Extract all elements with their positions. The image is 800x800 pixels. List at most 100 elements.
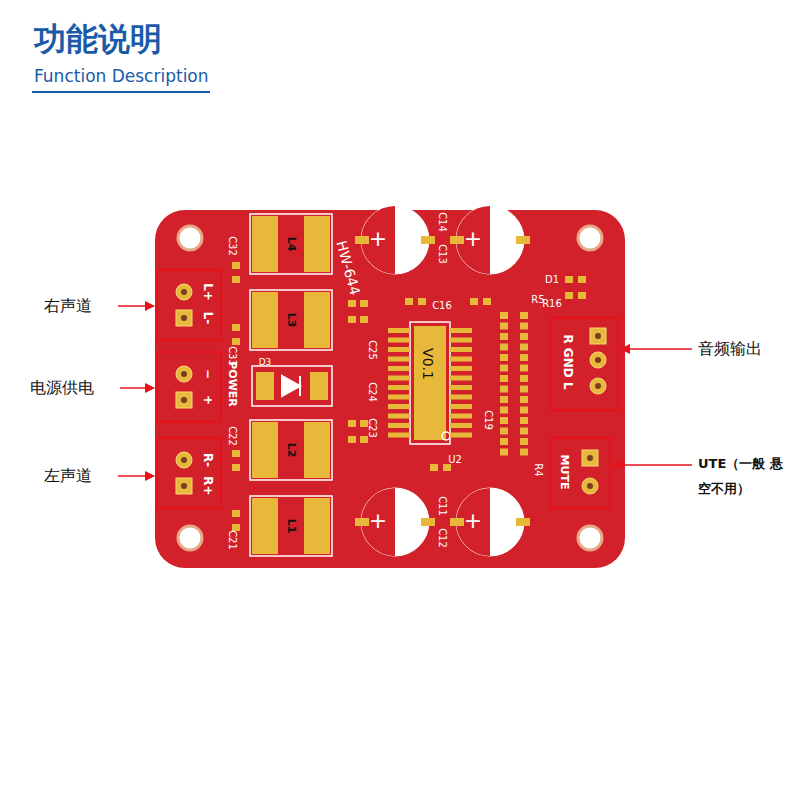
ic-pin — [388, 414, 410, 419]
smd-pad — [470, 298, 478, 305]
callout-label: 电源供电 — [30, 378, 94, 397]
leader-arrow — [118, 306, 692, 476]
part-label: U2 — [448, 454, 462, 466]
smd-pad — [348, 420, 356, 427]
ic-pin — [450, 385, 472, 390]
diode-symbol — [252, 366, 332, 406]
ic-pin — [388, 347, 410, 352]
part-label: L3 — [284, 313, 297, 328]
svg-text:+: + — [369, 226, 387, 251]
ic-pin — [388, 338, 410, 343]
smd-pad — [520, 375, 528, 382]
ic-pin — [450, 414, 472, 419]
terminal-pad — [176, 284, 606, 494]
smd-pad — [232, 262, 240, 269]
smd-pad — [348, 436, 356, 443]
smd-pad — [500, 417, 508, 424]
smd-pad — [520, 354, 528, 361]
smd-pad — [520, 396, 528, 403]
ic-pin — [450, 338, 472, 343]
smd-pad — [500, 428, 508, 435]
ic-pin — [450, 376, 472, 381]
ic-pin — [450, 328, 472, 333]
part-label: C33 — [226, 346, 238, 366]
ic-pin — [450, 433, 472, 438]
pin-label: R+ — [201, 476, 215, 495]
smd-pad — [348, 316, 356, 323]
smd-pad — [232, 276, 240, 283]
pin-label: R- — [201, 453, 215, 467]
part-label: R16 — [542, 298, 562, 310]
smd-pad — [500, 396, 508, 403]
smd-pad — [500, 333, 508, 340]
smd-pad — [500, 438, 508, 445]
smd-pad — [232, 510, 240, 517]
smd-pad — [500, 354, 508, 361]
smd-pad — [232, 324, 240, 331]
smd-pad — [500, 375, 508, 382]
inductor-outline — [250, 214, 332, 556]
ic-pin — [450, 395, 472, 400]
pin-label: R GND L — [561, 334, 575, 389]
part-label: C21 — [226, 530, 238, 550]
part-label: C14 — [436, 212, 448, 232]
ic-pin — [388, 395, 410, 400]
ic-pin — [388, 376, 410, 381]
title-rule — [32, 91, 210, 93]
smd-pad — [500, 365, 508, 372]
smd-pad — [418, 298, 426, 305]
part-label: C24 — [366, 382, 378, 402]
smd-pad — [232, 464, 240, 471]
part-label: C19 — [482, 410, 494, 430]
part-label: L1 — [284, 519, 297, 534]
ic-pin — [450, 357, 472, 362]
smd-pad — [232, 262, 586, 531]
ic-pin — [388, 433, 410, 438]
smd-pad — [500, 407, 508, 414]
smd-pad — [360, 316, 368, 323]
smd-pad — [520, 344, 528, 351]
part-label: L4 — [284, 237, 297, 252]
callout-label: 右声道 — [44, 296, 92, 315]
callout-label: 音频输出 — [698, 339, 762, 358]
smd-pad — [360, 436, 368, 443]
part-label: D3 — [259, 357, 272, 368]
callout-label: 左声道 — [44, 466, 92, 485]
ic-pin — [388, 357, 410, 362]
smd-pad — [500, 323, 508, 330]
smd-pad — [360, 420, 368, 427]
smd-pad — [520, 428, 528, 435]
smd-pad — [565, 292, 573, 299]
ic-pin — [388, 366, 410, 371]
smd-pad — [348, 300, 356, 307]
part-label: C16 — [432, 300, 452, 312]
pin-label: + — [201, 395, 215, 405]
version-label: V0.1 — [420, 348, 437, 380]
ic-pin — [450, 366, 472, 371]
page-title: 功能说明 — [34, 20, 162, 58]
part-label: R4 — [532, 463, 544, 476]
smd-pad — [520, 333, 528, 340]
smd-pad — [430, 464, 438, 471]
ic-pin — [450, 404, 472, 409]
ic-pin — [450, 347, 472, 352]
capacitor: + + + + — [355, 206, 530, 556]
smd-pad — [232, 524, 240, 531]
part-label: D1 — [545, 274, 559, 286]
part-label: C12 — [436, 528, 448, 548]
smd-pad — [520, 417, 528, 424]
ic-footprint — [388, 322, 472, 444]
ic-pin — [388, 404, 410, 409]
smd-pad — [578, 276, 586, 283]
pin-label: MUTE — [557, 455, 570, 490]
board-name: HW-644 — [333, 239, 364, 297]
svg-text:+: + — [464, 226, 482, 251]
pin-label: L- — [201, 312, 215, 325]
smd-pad — [232, 450, 240, 457]
smd-pad — [520, 312, 528, 319]
part-label: C22 — [226, 426, 238, 446]
smd-pad — [500, 312, 508, 319]
